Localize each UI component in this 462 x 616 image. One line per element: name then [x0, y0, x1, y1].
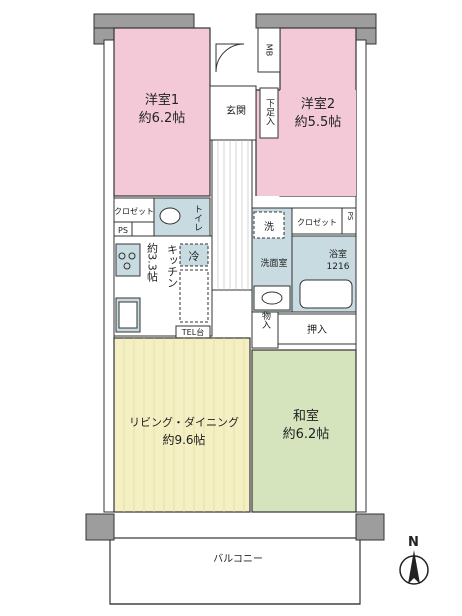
fridge-box — [179, 243, 209, 267]
storage-label: 物入 — [260, 310, 271, 329]
stove — [115, 243, 141, 277]
toilet-label: トイレ — [192, 205, 203, 232]
living-name: リビング・ダイニング — [129, 415, 239, 429]
toilet-bowl — [159, 207, 181, 225]
closet-left — [113, 197, 155, 223]
entrance-area — [209, 85, 257, 141]
ps-left-label: PS — [118, 226, 128, 235]
shoe-box — [259, 87, 279, 139]
japanese-size: 約6.2帖 — [283, 427, 330, 442]
japanese-name: 和室 — [293, 408, 319, 424]
mb-box — [257, 27, 281, 73]
western-room-1 — [113, 27, 211, 197]
shoe-box-label: 下足入 — [264, 99, 275, 126]
bathtub — [299, 279, 353, 309]
balcony-label: バルコニー — [213, 553, 263, 565]
entrance-label: 玄関 — [226, 104, 246, 117]
western-2-name: 洋室2 — [301, 96, 335, 112]
mb-label: MB — [265, 44, 274, 56]
balcony — [85, 513, 385, 605]
japanese-room — [251, 349, 357, 513]
bathroom-name: 浴室 — [329, 248, 347, 260]
living-flooring — [123, 338, 245, 512]
closet-right-label: クロゼット — [297, 217, 337, 227]
living-size: 約9.6帖 — [162, 432, 205, 447]
kitchen-label: キッチン — [166, 244, 179, 288]
western-1-name: 洋室1 — [145, 92, 179, 108]
wash-mark-label: 洗 — [264, 221, 274, 233]
hallway-flooring — [217, 140, 249, 290]
entrance-door — [215, 43, 245, 73]
compass-label: N — [408, 535, 419, 550]
ps-right — [341, 207, 357, 235]
fridge-label: 冷 — [189, 250, 200, 263]
hallway — [211, 139, 253, 291]
western-2-size: 約5.5帖 — [295, 115, 342, 130]
tel-label: TEL台 — [181, 327, 204, 337]
compass-icon: N — [399, 535, 429, 585]
cupboard — [179, 269, 209, 323]
vanity — [253, 285, 291, 311]
living-dining — [113, 337, 251, 513]
western-1-size: 約6.2帖 — [139, 111, 186, 126]
bathroom-size: 1216 — [327, 262, 350, 272]
closet-left-label: クロゼット — [114, 206, 154, 216]
washroom-label: 洗面室 — [260, 257, 287, 269]
oshiire-label: 押入 — [307, 323, 327, 336]
oshiire-box — [277, 313, 357, 345]
washer-space — [253, 211, 285, 239]
ps-right-label: PS — [346, 212, 354, 221]
kitchen-size: 約3.3帖 — [146, 241, 159, 282]
